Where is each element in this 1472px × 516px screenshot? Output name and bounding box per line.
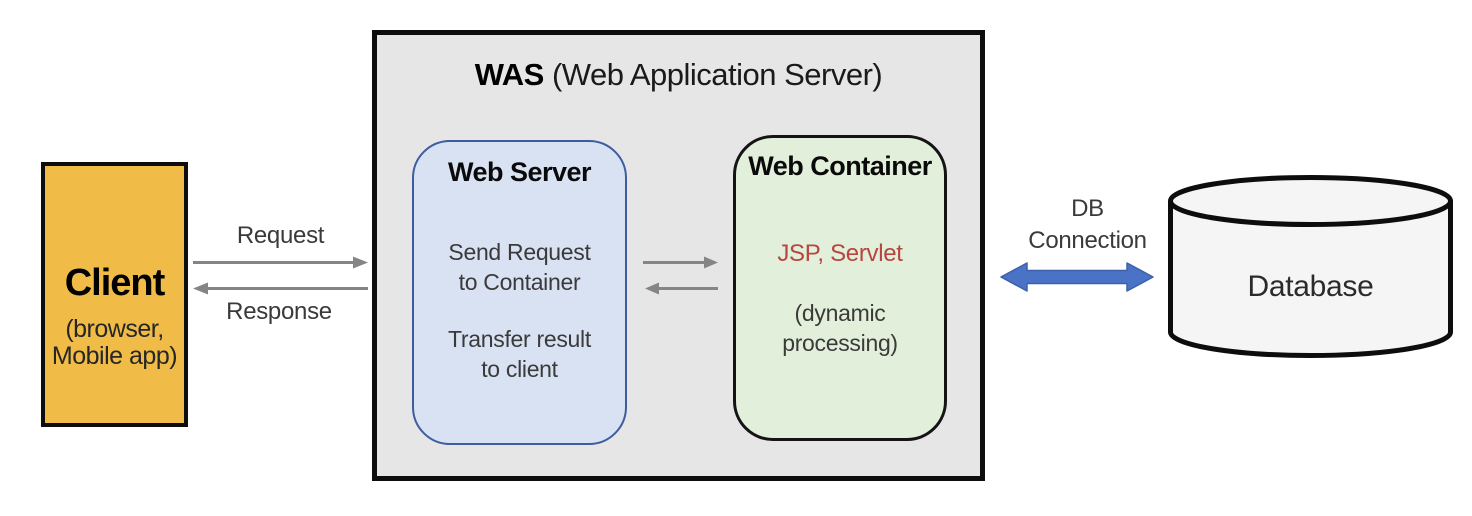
client-box: Client (browser, Mobile app) xyxy=(41,162,188,427)
was-title-full: (Web Application Server) xyxy=(543,57,883,92)
web-container-note: (dynamic processing) xyxy=(736,299,944,359)
web-server-body1-line2: to Container xyxy=(458,268,581,295)
client-title: Client xyxy=(64,262,166,304)
jsp-servlet-label: JSP, Servlet xyxy=(777,240,903,267)
was-title: WAS (Web Application Server) xyxy=(377,57,980,93)
client-subtitle-line1: (browser, xyxy=(65,315,164,343)
web-container-note-line2: processing) xyxy=(782,329,898,356)
web-container-note-line1: (dynamic xyxy=(794,300,886,326)
db-connection-label-line2: Connection xyxy=(1028,227,1147,254)
web-server-box: Web Server Send Request to Container Tra… xyxy=(412,140,627,445)
web-server-body2-line2: to client xyxy=(481,355,558,382)
server-to-container-arrow-icon xyxy=(643,256,718,269)
web-container-box: Web Container JSP, Servlet (dynamic proc… xyxy=(733,135,947,441)
web-server-body2-line1: Transfer result xyxy=(448,325,591,352)
container-to-server-arrow-icon xyxy=(645,282,718,295)
db-connection-label: DB Connection xyxy=(1015,193,1160,257)
db-connection-arrow-icon xyxy=(1000,262,1154,292)
database-cylinder-icon xyxy=(1168,175,1453,358)
web-server-body-2: Transfer result to client xyxy=(414,325,625,385)
web-server-title: Web Server xyxy=(447,157,592,187)
response-label: Response xyxy=(226,298,332,325)
db-connection-label-line1: DB xyxy=(1071,195,1104,222)
client-subtitle-line2: Mobile app) xyxy=(51,341,178,370)
client-subtitle: (browser, Mobile app) xyxy=(51,315,178,370)
database-label: Database xyxy=(1247,270,1374,303)
response-arrow-icon xyxy=(193,282,368,295)
was-title-acronym: WAS xyxy=(474,57,545,92)
web-server-body-1: Send Request to Container xyxy=(414,238,625,298)
web-container-title: Web Container xyxy=(748,151,932,181)
web-server-body1-line1: Send Request xyxy=(448,239,591,265)
request-label: Request xyxy=(236,222,325,249)
request-arrow-icon xyxy=(193,256,368,269)
